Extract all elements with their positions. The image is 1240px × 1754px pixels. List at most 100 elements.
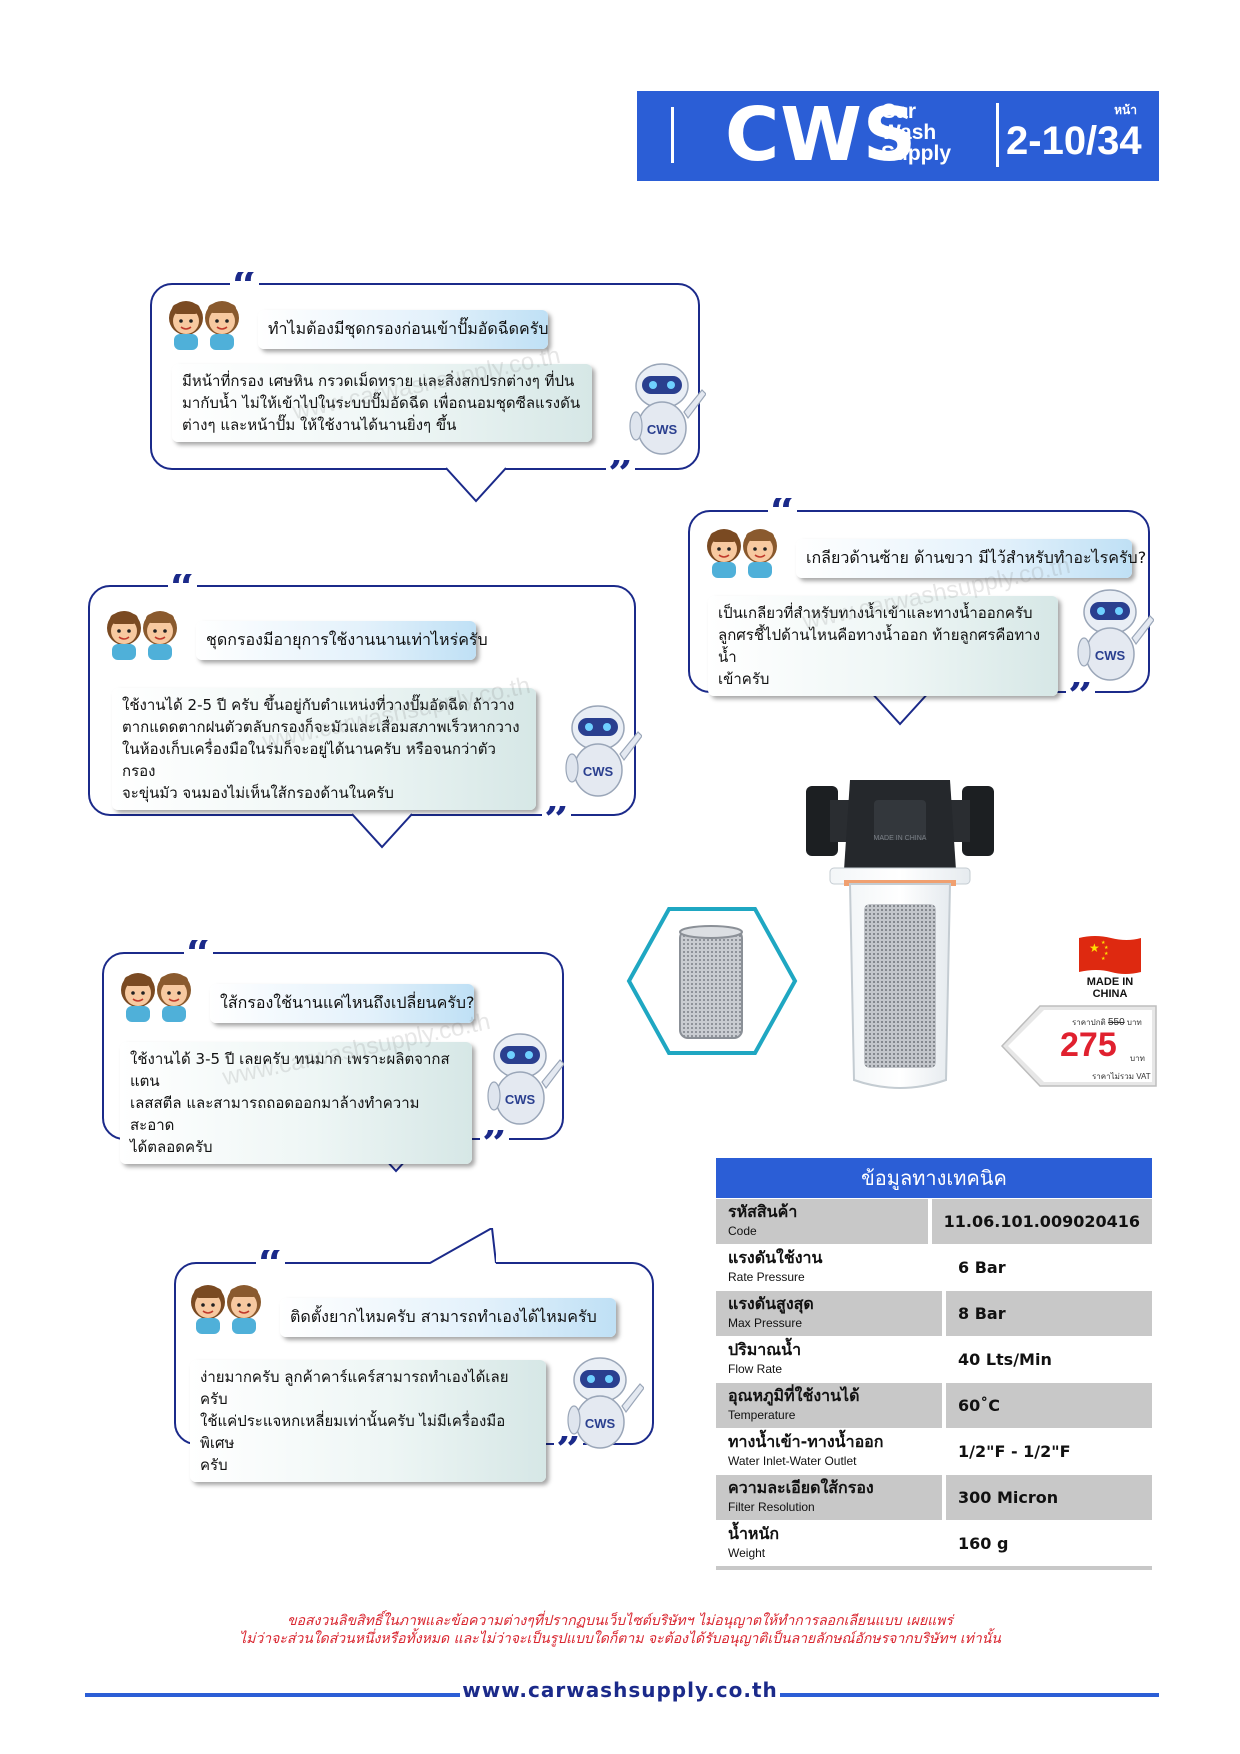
spec-label-english: Temperature [728,1408,796,1422]
faq-answer-line: ลูกศรชี้ไปด้านไหนคือทางน้ำออก ท้ายลูกศรค… [718,626,1041,666]
cws-robot-mascot-icon: CWS [565,705,642,797]
close-quote-icon: ” [1066,682,1096,712]
spec-label-english: Max Pressure [728,1316,803,1330]
spec-label: น้ำหนัก Weight [716,1521,942,1566]
spec-value: 160 g [946,1521,1152,1566]
svg-text:★: ★ [1089,941,1100,955]
spec-label-thai: น้ำหนัก [728,1524,780,1543]
svg-text:MADE IN CHINA: MADE IN CHINA [874,835,927,842]
spec-label-english: Filter Resolution [728,1500,815,1514]
china-flag-icon: ★ ★ ★ ★ ★ [1079,936,1141,974]
made-in-label: MADE IN [1086,976,1134,988]
brand-logo: CWS [725,92,918,178]
website-link[interactable]: www.carwashsupply.co.th [460,1678,780,1702]
spec-table: ข้อมูลทางเทคนิค รหัสสินค้า Code 11.06.101… [716,1158,1152,1570]
cws-robot-mascot-icon: CWS [567,1357,644,1449]
header-divider [671,107,674,163]
customers-avatar-icon [106,610,178,660]
spec-label-english: Weight [728,1546,766,1560]
water-filter-product-image: MADE IN CHINA [806,780,994,1089]
close-quote-icon: ” [542,806,572,836]
regular-price: ราคาปกติ 550 บาท [1072,1016,1142,1029]
close-quote-icon: ” [554,1436,584,1466]
spec-row: อุณหภูมิที่ใช้งานได้ Temperature 60˚C [716,1382,1152,1428]
faq-answer: ง่ายมากครับ ลูกค้าคาร์แคร์สามารถทำเองได้… [190,1360,546,1482]
faq-answer-line: ตากแดดตากฝนตัวตลับกรองก็จะมัวและเสื่อมสภ… [122,718,520,736]
bubble-tail [430,1228,496,1264]
svg-text:CWS: CWS [505,1092,536,1107]
page-label: หน้า [1114,103,1137,117]
spec-label-thai: แรงดันใช้งาน [728,1248,823,1267]
svg-text:CWS: CWS [647,422,678,437]
spec-row: น้ำหนัก Weight 160 g [716,1520,1152,1566]
spec-label-thai: แรงดันสูงสุด [728,1294,814,1313]
spec-row: ทางน้ำเข้า-ทางน้ำออก Water Inlet-Water Ou… [716,1428,1152,1474]
filter-mesh-hexagon-image [626,907,798,1055]
spec-value: 6 Bar [946,1245,1152,1290]
spec-value: 1/2"F - 1/2"F [946,1429,1152,1474]
faq-answer-line: ครับ [200,1456,228,1474]
svg-text:★: ★ [1101,940,1106,946]
spec-label: แรงดันสูงสุด Max Pressure [716,1291,942,1336]
faq-answer-line: ต่างๆ และหน้าปั๊ม ให้ใช้งานได้นานยิ่งๆ ข… [182,416,457,434]
faq-question: ใส้กรองใช้นานแค่ไหนถึงเปลี่ยนครับ? [210,984,475,1023]
regular-price-value: 550 [1107,1017,1125,1028]
header-divider [996,103,999,167]
spec-row: รหัสสินค้า Code 11.06.101.009020416 [716,1198,1152,1244]
open-quote-icon: “ [768,498,798,528]
close-quote-icon: ” [480,1130,510,1160]
vat-note: ราคาไม่รวม VAT [1092,1072,1151,1081]
bubble-tail [446,467,506,503]
copyright-disclaimer-line: ขอสงวนลิขสิทธิ์ในภาพและข้อความต่างๆที่ปร… [287,1613,953,1629]
faq-question: ติดตั้งยากไหมครับ สามารถทำเองได้ไหมครับ [280,1298,616,1337]
svg-text:★: ★ [1101,956,1106,962]
faq-answer-line: ใช้งานได้ 2-5 ปี ครับ ขึ้นอยู่กับตำแหน่ง… [122,696,515,714]
spec-value: 11.06.101.009020416 [931,1199,1152,1244]
header-banner: CWS Car Wash Supply หน้า 2-10/34 [637,91,1159,181]
brand-tagline-line: Wash [881,121,937,144]
customers-avatar-icon [120,972,192,1022]
bubble-tail [870,690,930,726]
faq-question: ชุดกรองมีอายุการใช้งานนานเท่าไหร่ครับ [196,621,488,660]
faq-question: ทำไมต้องมีชุดกรองก่อนเข้าปั๊มอัดฉีดครับ [258,310,549,349]
spec-label-thai: ความละเอียดใส้กรอง [728,1478,874,1497]
spec-value: 60˚C [946,1383,1152,1428]
faq-answer-line: เลสสตีล และสามารถถอดออกมาล้างทำความสะอาด [130,1094,420,1134]
spec-label-english: Water Inlet-Water Outlet [728,1454,857,1468]
faq-answer: ใช้งานได้ 3-5 ปี เลยครับ ทนมาก เพราะผลิต… [120,1042,472,1164]
open-quote-icon: “ [184,940,214,970]
spec-label: อุณหภูมิที่ใช้งานได้ Temperature [716,1383,942,1428]
spec-label-thai: อุณหภูมิที่ใช้งานได้ [728,1386,860,1405]
spec-label-thai: ทางน้ำเข้า-ทางน้ำออก [728,1432,884,1451]
spec-label-english: Flow Rate [728,1362,783,1376]
brand-tagline-line: Car [881,100,917,123]
open-quote-icon: “ [256,1250,286,1280]
customers-avatar-icon [168,300,240,350]
price-currency: บาท [1126,1018,1142,1027]
spec-label-thai: รหัสสินค้า [728,1202,798,1221]
spec-value: 8 Bar [946,1291,1152,1336]
brand-tagline-line: Supply [881,142,952,165]
price-tag: ราคาปกติ 550 บาท 275 บาท ราคาไม่รวม VAT [1000,1004,1158,1088]
spec-table-title: ข้อมูลทางเทคนิค [716,1158,1152,1198]
cws-robot-mascot-icon: CWS [1077,589,1154,681]
cws-robot-mascot-icon: CWS [629,363,706,455]
country-label: CHINA [1092,988,1128,1000]
brand-tagline: Car Wash Supply [881,101,951,164]
faq-answer-line: มีหน้าที่กรอง เศษหิน กรวดเม็ดทราย และสิ่… [182,372,575,390]
faq-answer-line: จะขุ่นมัว จนมองไม่เห็นใส้กรองด้านในครับ [122,784,394,802]
faq-answer: มีหน้าที่กรอง เศษหิน กรวดเม็ดทราย และสิ่… [172,364,592,442]
price-tag-shape [1000,1005,1157,1087]
faq-answer-line: ใช้แค่ประแจหกเหลี่ยมเท่านั้นครับ ไม่มีเค… [200,1412,506,1452]
spec-label-english: Code [728,1224,757,1238]
faq-answer-line: ใช้งานได้ 3-5 ปี เลยครับ ทนมาก เพราะผลิต… [130,1050,450,1090]
page-number: 2-10/34 [1006,119,1142,163]
close-quote-icon: ” [606,460,636,490]
cws-robot-mascot-icon: CWS [487,1033,564,1125]
copyright-disclaimer-line: ไม่ว่าจะส่วนใดส่วนหนึ่งหรือทั้งหมด และไม… [239,1631,1001,1647]
spec-label: รหัสสินค้า Code [716,1199,928,1244]
